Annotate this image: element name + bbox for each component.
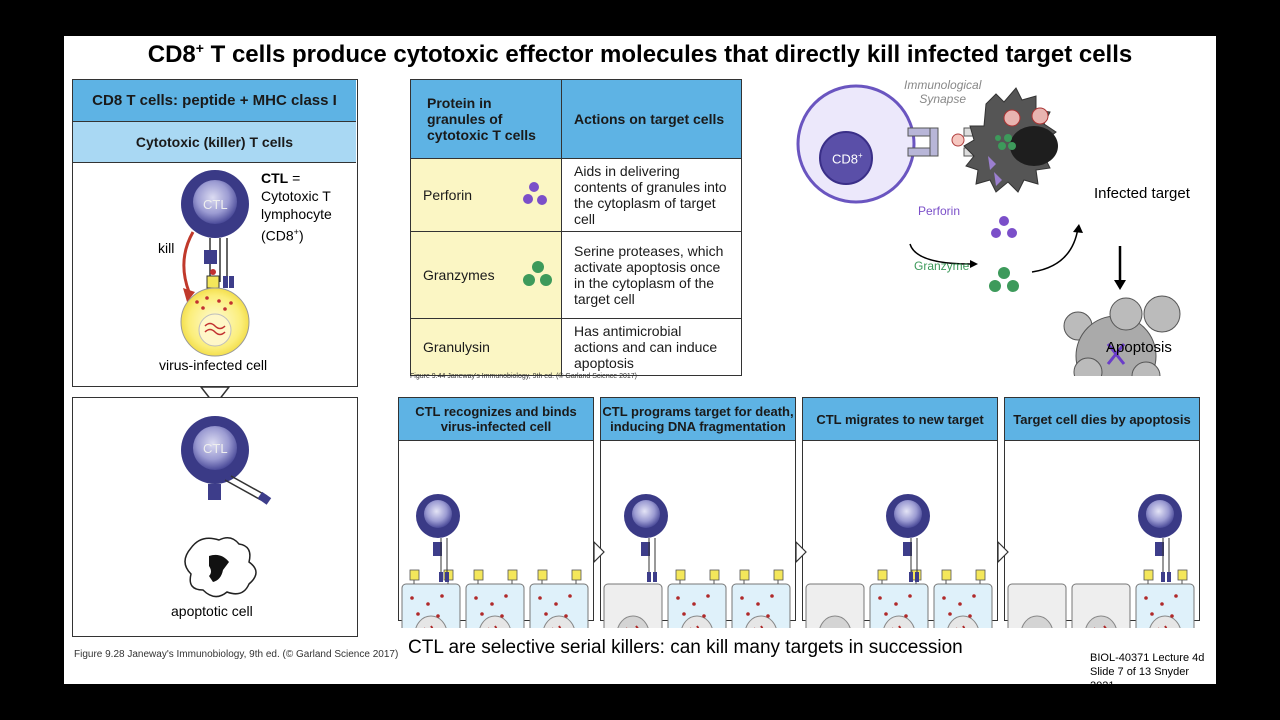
protein-action: Aids in delivering contents of granules … xyxy=(561,158,742,232)
step-header-2: CTL programs target for death,inducing D… xyxy=(600,397,796,441)
ctl-kill-diagram xyxy=(180,170,250,357)
protein-action: Serine proteases, which activate apoptos… xyxy=(561,231,742,319)
immunological-synapse-label: Immunological Synapse xyxy=(904,78,982,106)
table-row: Perforin Aids in delivering contents of … xyxy=(410,158,742,232)
perforin-label: Perforin xyxy=(918,204,961,218)
table-row: Granzymes Serine proteases, which activa… xyxy=(410,231,742,319)
steps-illustration xyxy=(401,494,1195,628)
protein-name: Granulysin xyxy=(410,318,562,376)
left-panel-header: CD8 T cells: peptide + MHC class I xyxy=(73,80,356,122)
kill-label: kill xyxy=(158,240,175,256)
protein-name: Granzymes xyxy=(423,267,495,283)
apoptotic-cell-label: apoptotic cell xyxy=(171,603,253,619)
ctl-label-2: CTL xyxy=(203,441,228,456)
synapse-diagram xyxy=(796,84,1181,376)
figure-caption-928: Figure 9.28 Janeway's Immunobiology, 9th… xyxy=(74,649,399,660)
step-header-4: Target cell dies by apoptosis xyxy=(1004,397,1200,441)
slide-title: CD8+ T cells produce cytotoxic effector … xyxy=(147,40,1133,68)
protein-action: Has antimicrobial actions and can induce… xyxy=(561,318,742,376)
left-panel-subheader: Cytotoxic (killer) T cells xyxy=(73,122,356,163)
granule-protein-table: Protein in granules of cytotoxic T cells… xyxy=(410,79,742,376)
infected-target-label: Infected target xyxy=(1094,185,1190,202)
step-header-3: CTL migrates to new target xyxy=(802,397,998,441)
apoptosis-label: Apoptosis xyxy=(1106,339,1172,356)
perforin-icon xyxy=(523,182,547,205)
table-header-protein: Protein in granules of cytotoxic T cells xyxy=(410,79,562,159)
left-panel-top: CD8 T cells: peptide + MHC class I Cytot… xyxy=(72,79,358,387)
serial-killer-text: CTL are selective serial killers: can ki… xyxy=(408,637,963,658)
virus-infected-cell-label: virus-infected cell xyxy=(159,357,268,373)
left-panel-bottom: CTL apoptotic cell xyxy=(72,397,358,637)
down-arrow xyxy=(199,386,231,407)
footer: BIOL-40371 Lecture 4d Slide 7 of 13 Snyd… xyxy=(1090,652,1205,684)
granzyme-label: Granzyme xyxy=(914,259,970,273)
ctl-definition: CTL = Cytotoxic T lymphocyte (CD8+) xyxy=(261,170,332,244)
protein-name: Perforin xyxy=(423,187,473,203)
figure-caption-944: Figure 9.44 Janeway's Immunobiology, 9th… xyxy=(410,373,637,380)
cd8-label: CD8+ xyxy=(832,151,863,167)
granzyme-icon xyxy=(523,261,552,286)
table-row: Granulysin Has antimicrobial actions and… xyxy=(410,318,742,376)
ctl-label: CTL xyxy=(203,197,228,212)
apoptosis-diagram xyxy=(181,416,272,598)
slide: CD8+ T cells produce cytotoxic effector … xyxy=(64,36,1216,684)
table-header-actions: Actions on target cells xyxy=(561,79,742,159)
